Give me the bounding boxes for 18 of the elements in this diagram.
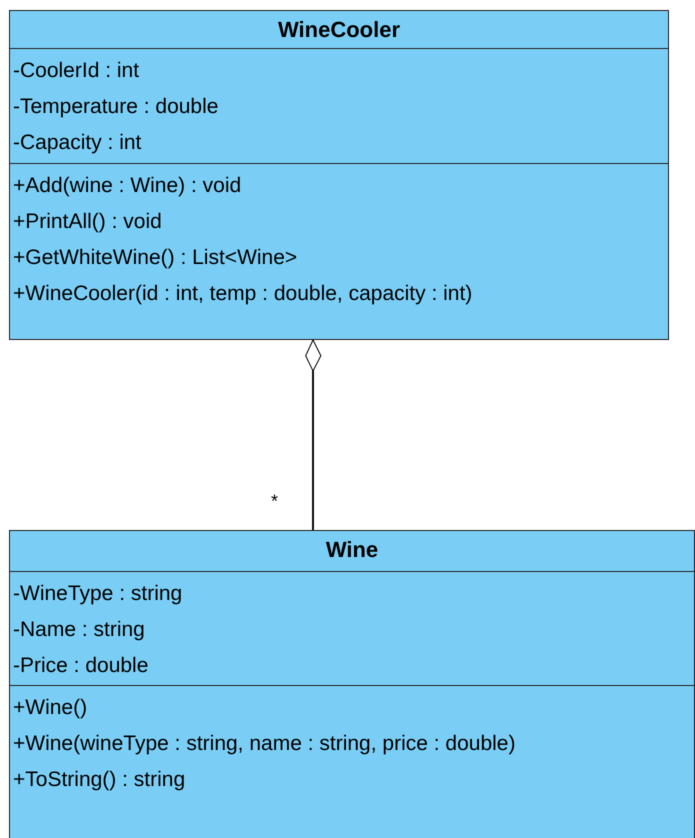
method-text: +PrintAll() : void [12,209,162,235]
class-box [9,530,695,838]
method-text: +ToString() : string [12,767,186,793]
method-text: +Wine() [12,695,88,721]
aggregation-connector [305,339,322,530]
attribute-text: -CoolerId : int [12,58,140,84]
method-text: +Wine(wineType : string, name : string, price : double) [12,731,516,757]
attribute-text: -Price : double [12,653,148,679]
class-name: Wine [324,536,380,564]
method-text: +Add(wine : Wine) : void [12,173,242,199]
attribute-text: -Capacity : int [12,130,142,156]
class-box [9,10,669,340]
class-name: WineCooler [276,16,402,44]
attribute-text: -WineType : string [12,581,182,607]
attribute-text: -Name : string [12,617,145,643]
method-text: +WineCooler(id : int, temp : double, capacity : int) [12,281,472,307]
method-text: +GetWhiteWine() : List<Wine> [12,245,298,271]
attribute-text: -Temperature : double [12,94,218,120]
